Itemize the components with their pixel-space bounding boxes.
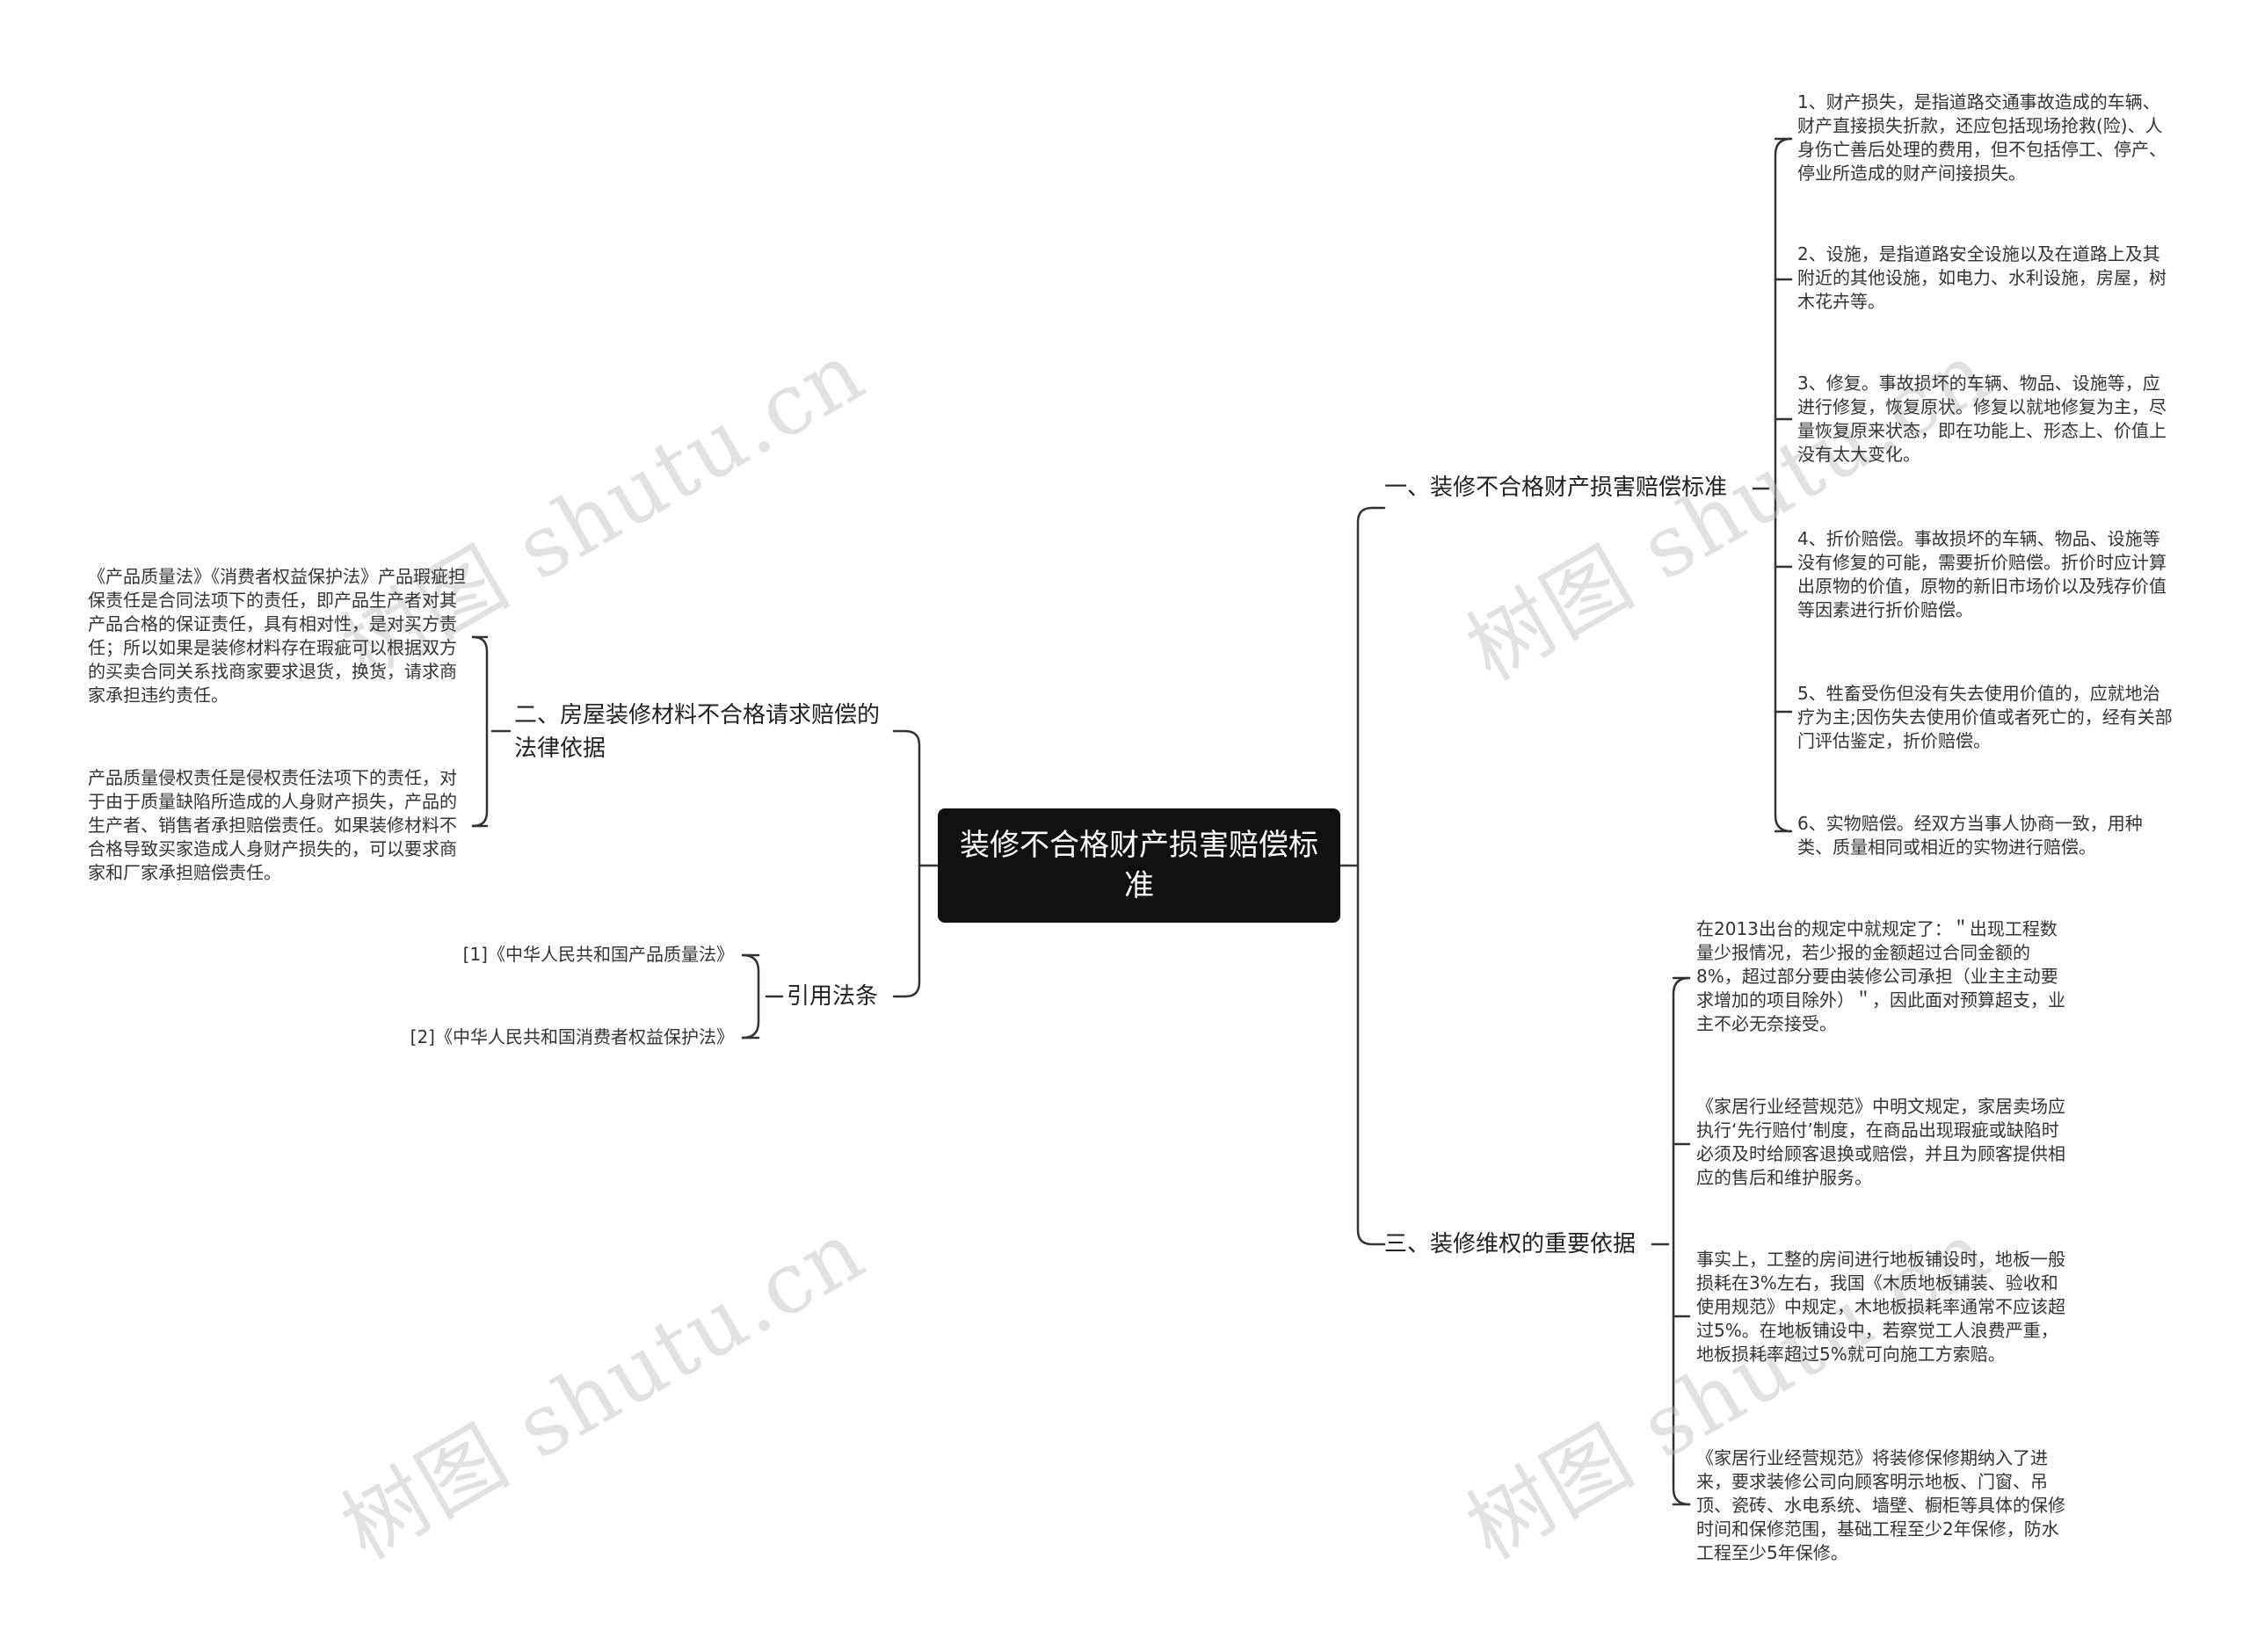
branch-label: 引用法条 bbox=[787, 983, 879, 1010]
leaf-cited-law-1[interactable]: [1]《中华人民共和国产品质量法》 bbox=[462, 944, 734, 965]
connector-b2-spine bbox=[471, 635, 489, 828]
leaf-floor-loss-rate[interactable]: 事实上，工整的房间进行地板铺设时，地板一般损耗在3%左右，我国《木质地板铺装、验… bbox=[1696, 1249, 2065, 1365]
leaf-budget-overrun[interactable]: 在2013出台的规定中就规定了：＂出现工程数量少报情况，若少报的金额超过合同金额… bbox=[1696, 918, 2065, 1034]
branch-node-rights-basis[interactable]: 三、装修维权的重要依据 bbox=[1384, 1228, 1666, 1261]
branch-node-legal-basis[interactable]: 二、房屋装修材料不合格请求赔偿的法律依据 bbox=[514, 699, 892, 765]
root-node-label: 装修不合格财产损害赔偿标准 bbox=[960, 828, 1318, 903]
leaf-facilities[interactable]: 2、设施，是指道路安全设施以及在道路上及其附近的其他设施，如电力、水利设施，房屋… bbox=[1797, 243, 2167, 312]
leaf-property-loss[interactable]: 1、财产损失，是指道路交通事故造成的车辆、财产直接损失折款，还应包括现场抢救(险… bbox=[1797, 91, 2167, 184]
branch-label: 一、装修不合格财产损害赔偿标准 bbox=[1384, 475, 1728, 501]
connector-b3-spine bbox=[1672, 976, 1691, 1506]
leaf-advance-compensation[interactable]: 《家居行业经营规范》中明文规定，家居卖场应执行‘先行赔付’制度，在商品出现瑕疵或… bbox=[1696, 1096, 2065, 1188]
leaf-livestock[interactable]: 5、牲畜受伤但没有失去使用价值的，应就地治疗为主;因伤失去使用价值或者死亡的，经… bbox=[1797, 683, 2173, 751]
connector-b4-spine bbox=[741, 953, 760, 1040]
leaf-in-kind-compensation[interactable]: 6、实物赔偿。经双方当事人协商一致，用种类、质量相同或相近的实物进行赔偿。 bbox=[1797, 813, 2143, 858]
connector-b1-spine bbox=[1774, 137, 1793, 833]
branch-label: 二、房屋装修材料不合格请求赔偿的法律依据 bbox=[514, 702, 881, 762]
root-node[interactable]: 装修不合格财产损害赔偿标准 bbox=[938, 808, 1340, 923]
leaf-tort-liability[interactable]: 产品质量侵权责任是侵权责任法项下的责任，对于由于质量缺陷所造成的人身财产损失，产… bbox=[88, 767, 457, 883]
leaf-depreciation-compensation[interactable]: 4、折价赔偿。事故损坏的车辆、物品、设施等没有修复的可能，需要折价赔偿。折价时应… bbox=[1797, 528, 2167, 620]
leaf-cited-law-2[interactable]: [2]《中华人民共和国消费者权益保护法》 bbox=[410, 1026, 734, 1047]
leaf-warranty-period[interactable]: 《家居行业经营规范》将装修保修期纳入了进来，要求装修公司向顾客明示地板、门窗、吊… bbox=[1696, 1447, 2065, 1563]
branch-node-damage-standards[interactable]: 一、装修不合格财产损害赔偿标准 bbox=[1384, 471, 1753, 504]
branch-label: 三、装修维权的重要依据 bbox=[1384, 1231, 1637, 1257]
branch-node-cited-laws[interactable]: 引用法条 bbox=[787, 980, 901, 1013]
leaf-warranty-liability[interactable]: 《产品质量法》《消费者权益保护法》产品瑕疵担保责任是合同法项下的责任，即产品生产… bbox=[88, 566, 466, 706]
leaf-repair[interactable]: 3、修复。事故损坏的车辆、物品、设施等，应进行修复，恢复原状。修复以就地修复为主… bbox=[1797, 373, 2167, 465]
connector-left-spine bbox=[904, 729, 921, 998]
connector-right-spine bbox=[1356, 506, 1374, 1246]
